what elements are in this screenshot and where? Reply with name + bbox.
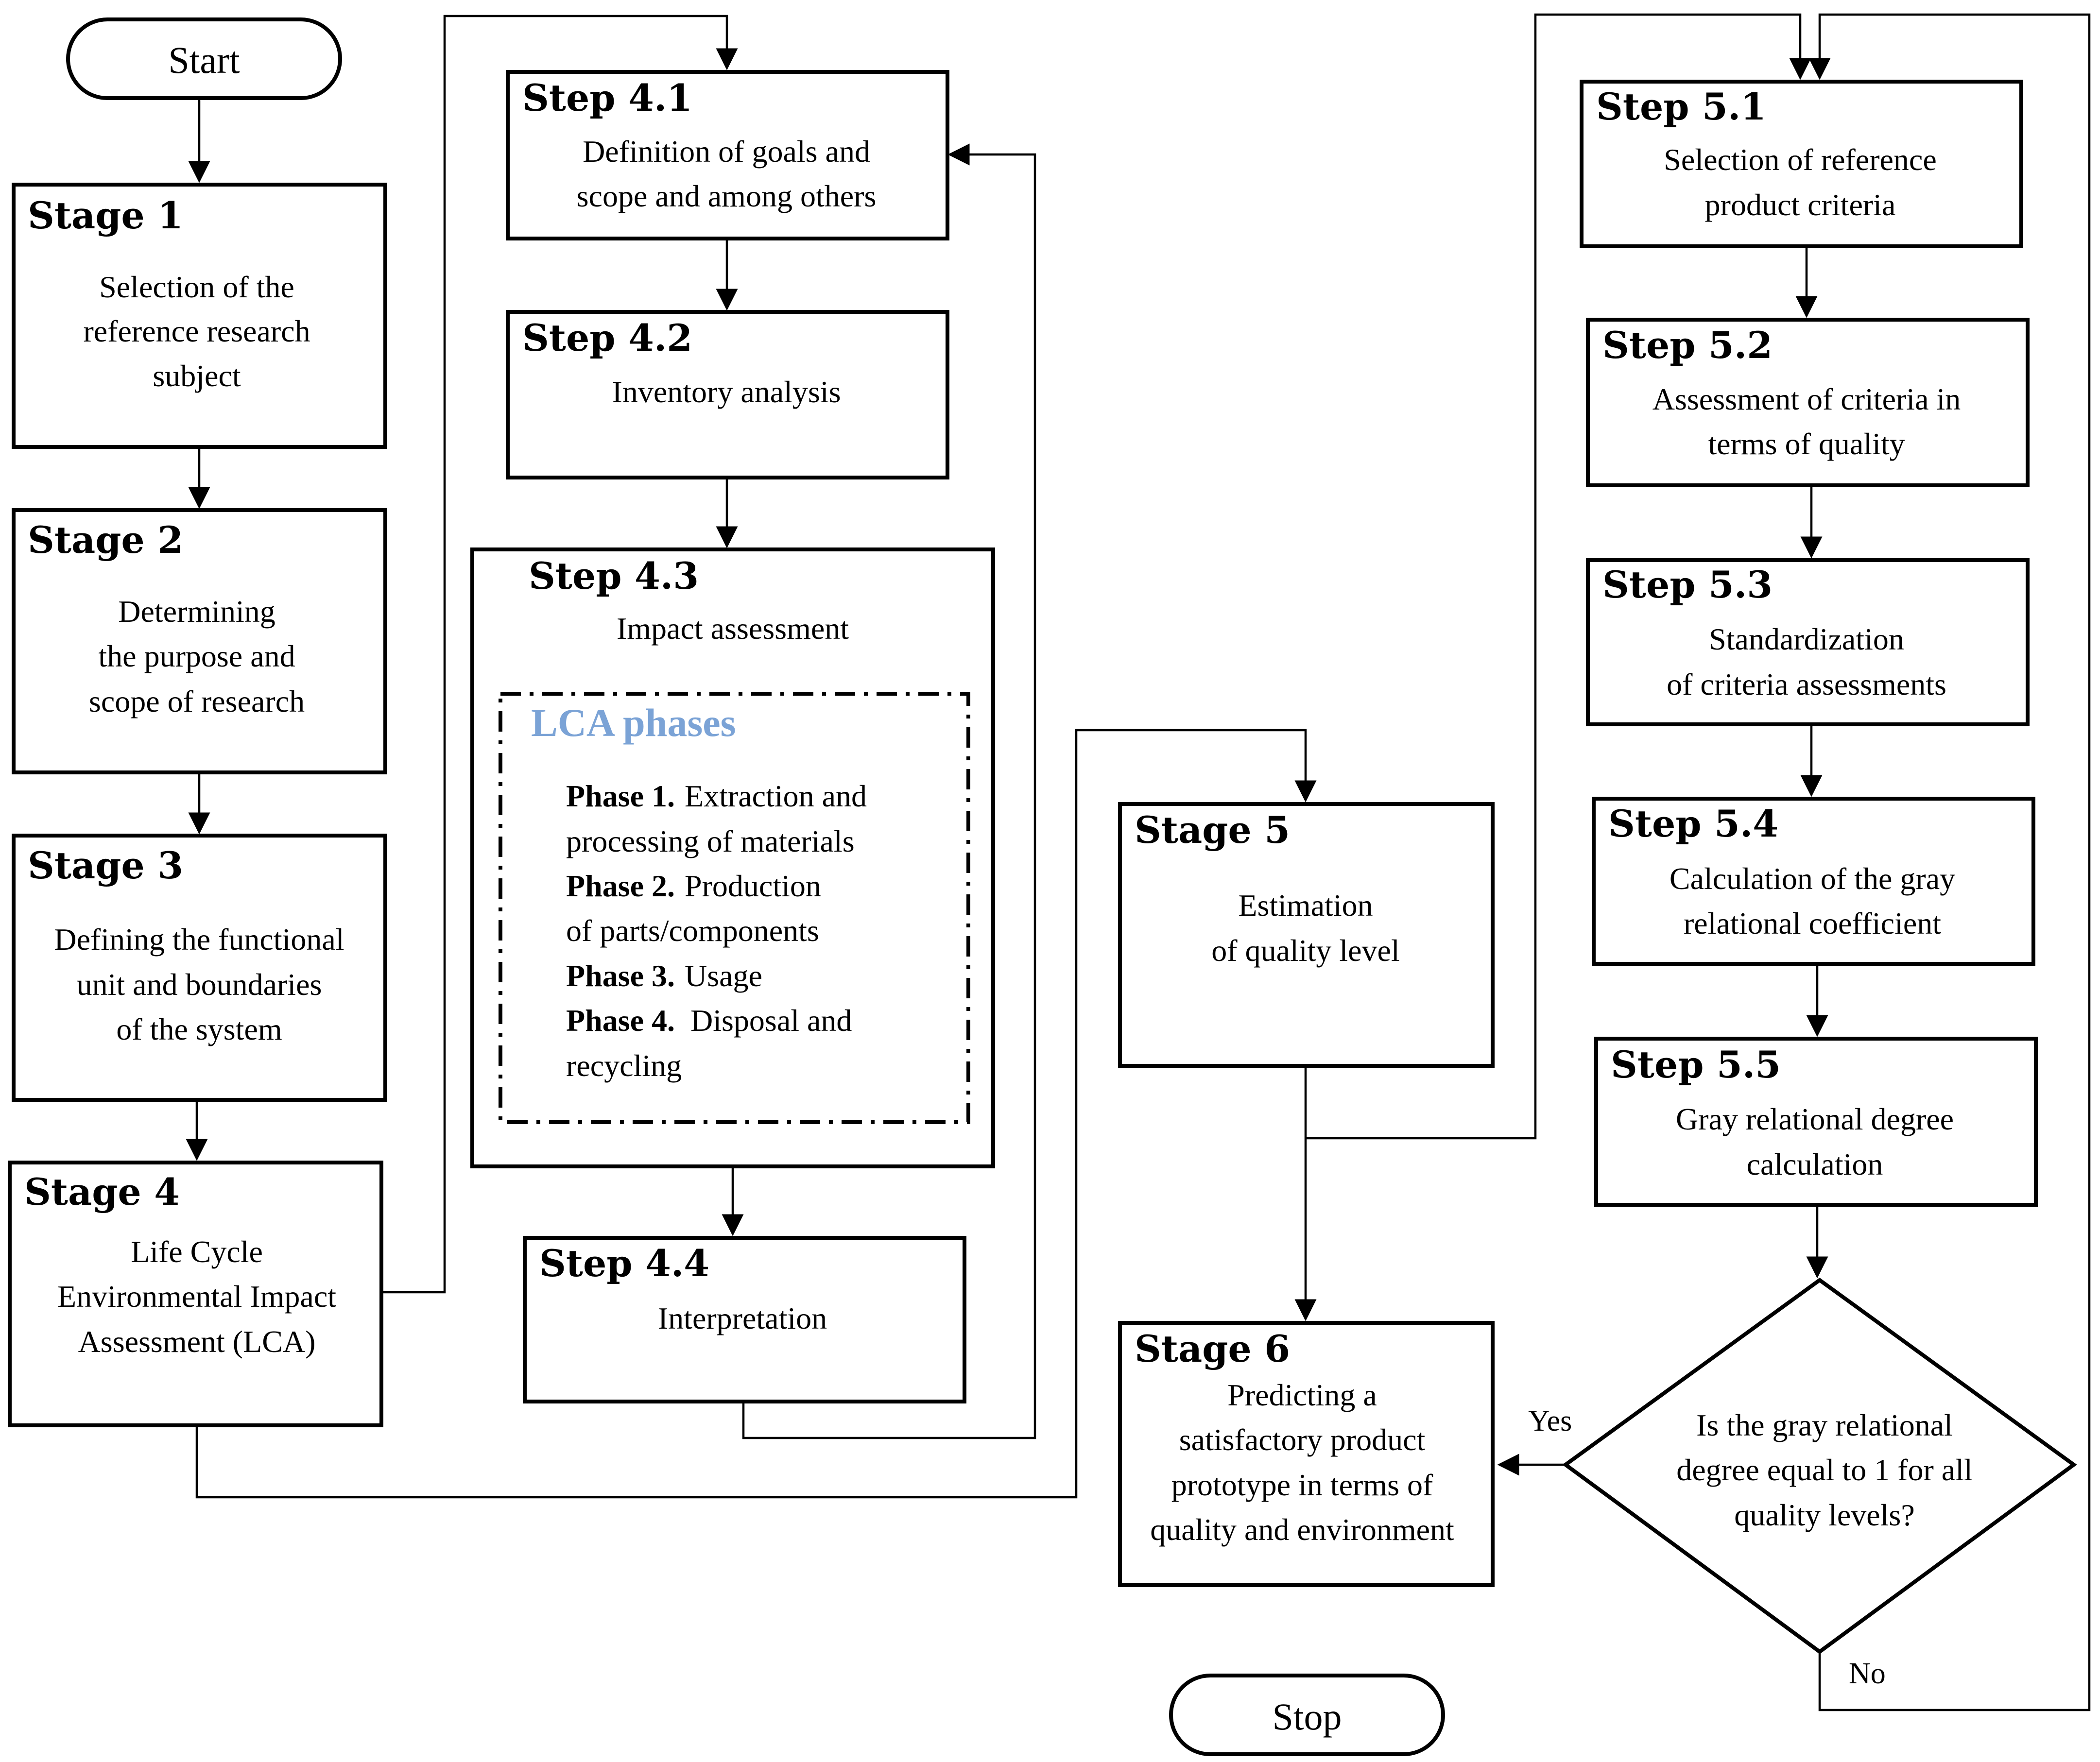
stop-label: Stop xyxy=(1272,1695,1342,1738)
step-4-4-box: Step 4.4 Interpretation xyxy=(523,1236,966,1403)
step-4-1-line-2: scope and among others xyxy=(577,179,877,213)
step-5-3-line-2: of criteria assessments xyxy=(1667,667,1946,701)
decision-no-label: No xyxy=(1849,1657,1886,1690)
stage-6-line-1: Predicting a xyxy=(1227,1378,1377,1412)
lca-phases-panel: LCA phases Phase 1. Extraction and proce… xyxy=(499,692,970,1124)
stage-1-title: Stage 1 xyxy=(28,194,183,237)
stage-6-line-4: quality and environment xyxy=(1150,1512,1454,1547)
step-5-5-line-2: calculation xyxy=(1747,1147,1883,1181)
arrow-stage5-to-step51 xyxy=(1306,13,1811,1140)
phase-1-line-1: Phase 1. Extraction and xyxy=(566,779,867,813)
phase-3-label: Phase 3. xyxy=(566,958,675,993)
stage-1-box: Stage 1 Selection of the reference resea… xyxy=(12,183,387,449)
stage-3-line-1: Defining the functional xyxy=(54,922,344,957)
step-5-5-line-1: Gray relational degree xyxy=(1676,1102,1954,1136)
step-5-4-box: Step 5.4 Calculation of the gray relatio… xyxy=(1592,797,2035,966)
step-5-4-line-2: relational coefficient xyxy=(1684,906,1941,941)
step-5-3-box: Step 5.3 Standardization of criteria ass… xyxy=(1586,558,2030,726)
stage-3-box: Stage 3 Defining the functional unit and… xyxy=(12,834,387,1102)
decision-line-2: degree equal to 1 for all xyxy=(1676,1453,1973,1487)
stage-4-title: Stage 4 xyxy=(24,1170,180,1214)
stage-6-line-3: prototype in terms of xyxy=(1171,1468,1433,1502)
stage-4-box: Stage 4 Life Cycle Environmental Impact … xyxy=(8,1161,383,1427)
arrow-step44-loop-to-step41 xyxy=(742,143,1036,1439)
arrow-stage4-to-stage5 xyxy=(195,729,1317,1499)
stage-2-title: Stage 2 xyxy=(28,518,183,562)
step-5-2-title: Step 5.2 xyxy=(1602,324,1773,367)
step-5-1-line-2: product criteria xyxy=(1705,188,1896,222)
step-5-3-title: Step 5.3 xyxy=(1602,563,1773,606)
stage-5-line-2: of quality level xyxy=(1211,933,1399,968)
stage-3-line-2: unit and boundaries xyxy=(77,967,322,1002)
step-4-4-title: Step 4.4 xyxy=(539,1242,709,1285)
phase-1-label: Phase 1. xyxy=(566,779,675,813)
step-5-2-box: Step 5.2 Assessment of criteria in terms… xyxy=(1586,318,2030,487)
step-5-5-box: Step 5.5 Gray relational degree calculat… xyxy=(1594,1037,2038,1207)
decision-diamond: Is the gray relational degree equal to 1… xyxy=(1562,1278,2077,1654)
step-4-1-line-1: Definition of goals and xyxy=(583,134,870,169)
arrow-stage4-to-step41 xyxy=(381,15,738,1294)
step-5-2-line-2: terms of quality xyxy=(1708,427,1905,461)
phase-3-line-1: Phase 3. Usage xyxy=(566,958,762,993)
stage-6-title: Stage 6 xyxy=(1135,1327,1290,1370)
step-4-3-box: Step 4.3 Impact assessment xyxy=(470,547,995,1168)
step-5-1-line-1: Selection of reference xyxy=(1664,142,1936,177)
phase-4-label: Phase 4. xyxy=(566,1003,675,1038)
step-4-3-line-1: Impact assessment xyxy=(617,611,849,646)
decision-line-1: Is the gray relational xyxy=(1696,1408,1953,1442)
stage-6-box: Stage 6 Predicting a satisfactory produc… xyxy=(1118,1321,1495,1587)
phase-2-text-2: of parts/components xyxy=(566,913,819,948)
step-5-1-box: Step 5.1 Selection of reference product … xyxy=(1580,80,2023,248)
step-5-2-line-1: Assessment of criteria in xyxy=(1652,382,1961,416)
step-4-1-title: Step 4.1 xyxy=(522,76,692,120)
step-5-4-line-1: Calculation of the gray xyxy=(1670,861,1955,896)
phase-4-text-1: Disposal and xyxy=(690,1003,852,1038)
step-5-3-line-1: Standardization xyxy=(1709,622,1904,656)
phase-2-label: Phase 2. xyxy=(566,869,675,903)
start-label: Start xyxy=(168,39,240,81)
decision-line-3: quality levels? xyxy=(1734,1498,1914,1532)
stage-4-line-3: Assessment (LCA) xyxy=(78,1324,316,1359)
phase-2-text-1: Production xyxy=(685,869,821,903)
stage-3-line-3: of the system xyxy=(116,1012,282,1046)
stage-5-title: Stage 5 xyxy=(1135,808,1290,852)
stage-1-line-2: reference research xyxy=(83,314,310,348)
stage-4-line-1: Life Cycle xyxy=(131,1234,263,1269)
step-4-2-line-1: Inventory analysis xyxy=(612,375,841,409)
step-5-5-title: Step 5.5 xyxy=(1611,1043,1781,1086)
phase-2-line-1: Phase 2. Production xyxy=(566,869,821,903)
lca-phases-title: LCA phases xyxy=(531,701,736,745)
decision-yes-label: Yes xyxy=(1528,1404,1572,1437)
stage-5-line-1: Estimation xyxy=(1238,888,1373,923)
stage-1-line-1: Selection of the xyxy=(99,270,294,304)
stage-2-line-2: the purpose and xyxy=(98,639,295,673)
stop-terminal: Stop xyxy=(1169,1674,1445,1756)
step-4-3-title: Step 4.3 xyxy=(529,554,699,598)
start-terminal: Start xyxy=(66,17,342,100)
stage-2-box: Stage 2 Determining the purpose and scop… xyxy=(12,508,387,774)
step-4-4-line-1: Interpretation xyxy=(658,1301,827,1335)
step-4-2-title: Step 4.2 xyxy=(522,316,692,359)
step-4-2-box: Step 4.2 Inventory analysis xyxy=(506,310,949,479)
phase-4-text-2: recycling xyxy=(566,1048,682,1083)
phase-4-line-1: Phase 4. Disposal and xyxy=(566,1003,852,1038)
stage-1-line-3: subject xyxy=(153,359,241,393)
stage-2-line-3: scope of research xyxy=(89,684,305,718)
step-4-1-box: Step 4.1 Definition of goals and scope a… xyxy=(506,70,949,240)
step-5-4-title: Step 5.4 xyxy=(1608,802,1778,845)
stage-3-title: Stage 3 xyxy=(28,844,183,887)
phase-1-text-2: processing of materials xyxy=(566,824,855,858)
arrow-decision-no-to-step51 xyxy=(1808,13,2091,1711)
stage-2-line-1: Determining xyxy=(118,594,275,629)
stage-6-line-2: satisfactory product xyxy=(1179,1422,1426,1457)
connectors xyxy=(186,13,2091,1711)
step-5-1-title: Step 5.1 xyxy=(1596,85,1766,128)
phase-1-text-1: Extraction and xyxy=(685,779,867,813)
phase-3-text-1: Usage xyxy=(685,958,762,993)
stage-4-line-2: Environmental Impact xyxy=(57,1279,336,1314)
stage-5-box: Stage 5 Estimation of quality level xyxy=(1118,802,1495,1068)
